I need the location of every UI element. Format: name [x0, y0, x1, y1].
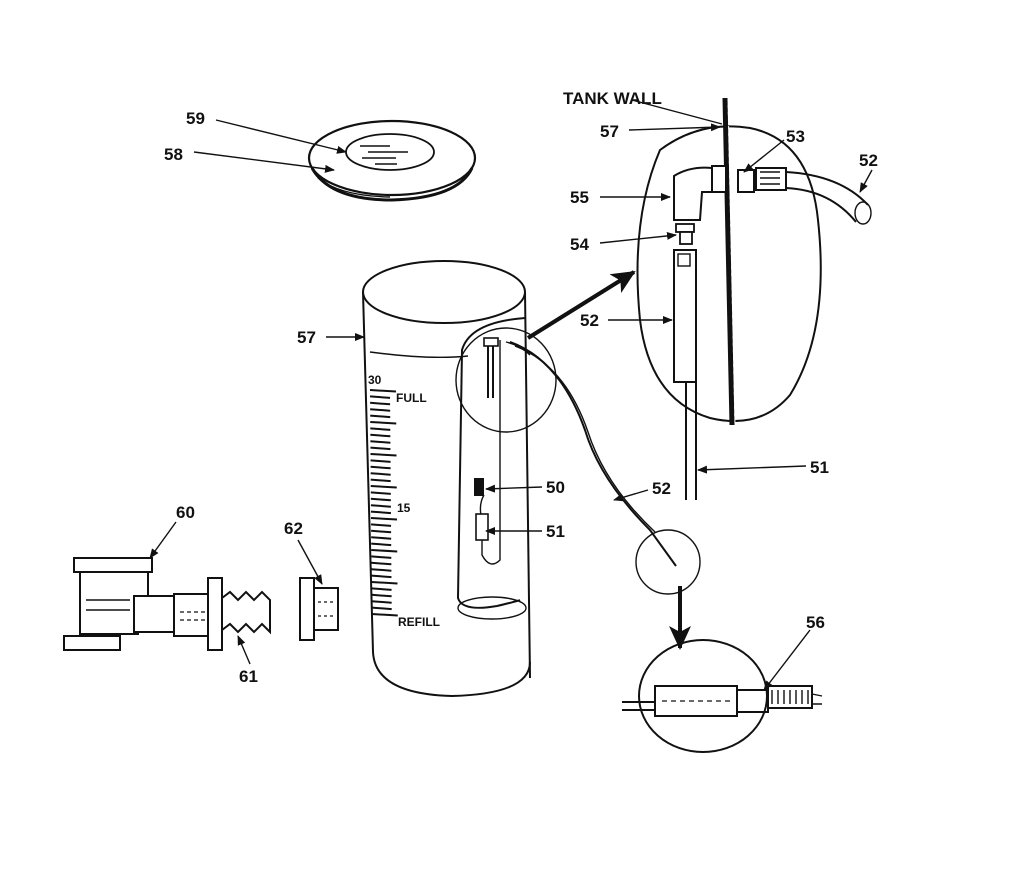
scale-tick [371, 555, 392, 559]
detail-arrow-up [526, 270, 636, 340]
scale-tick [370, 510, 392, 515]
scale-tick [371, 606, 392, 611]
scale-tick [370, 517, 398, 521]
scale-tick [370, 485, 397, 489]
air-check-assembly [455, 327, 557, 565]
scale-tick [370, 465, 391, 470]
scale-15-label: 15 [397, 501, 411, 515]
scale-tick [369, 395, 391, 399]
scale-tick [371, 600, 392, 604]
scale-tick [370, 401, 391, 406]
scale-tick [370, 414, 391, 419]
scale-tick [371, 536, 392, 540]
part-51-label: 51 [546, 522, 565, 541]
tank-wall-label: TANK WALL [563, 89, 662, 108]
part-57-wall-label: 57 [600, 122, 619, 141]
part-55-label: 55 [570, 188, 589, 207]
scale-tick [371, 593, 392, 598]
part-53-label: 53 [786, 127, 805, 146]
part-60-label: 60 [176, 503, 195, 522]
part-52-top-label: 52 [859, 151, 878, 170]
leader-lines [149, 99, 873, 691]
part-54-label: 54 [570, 235, 589, 254]
tube-connector-detail [622, 639, 823, 753]
scale-tick [371, 587, 392, 591]
part-61-label: 61 [239, 667, 258, 686]
part-56-label: 56 [806, 613, 825, 632]
scale-tick [370, 440, 391, 444]
scale-tick [370, 472, 391, 476]
tube-end-detail-circle [635, 529, 701, 595]
part-51-detail-label: 51 [810, 458, 829, 477]
part-59-label: 59 [186, 109, 205, 128]
scale-30-label: 30 [368, 373, 382, 387]
scale-refill-label: REFILL [398, 615, 440, 629]
scale-tick [370, 408, 391, 412]
scale-tick [370, 427, 391, 431]
scale-tick [370, 491, 391, 495]
scale-tick [370, 453, 397, 457]
scale-tick [370, 446, 391, 451]
part-57-tank-label: 57 [297, 328, 316, 347]
scale-tick [371, 581, 398, 585]
scale-tick [370, 459, 391, 463]
scale-full-label: FULL [396, 391, 427, 405]
scale-tick [370, 433, 391, 438]
scale-tick [371, 529, 392, 534]
brine-tube [509, 341, 677, 567]
tank-level-scale [369, 389, 398, 617]
scale-tick [370, 504, 391, 508]
scale-tick [370, 421, 397, 425]
scale-tick [371, 542, 392, 547]
part-52-tube-label: 52 [652, 479, 671, 498]
scale-tick [371, 574, 392, 579]
scale-tick [370, 497, 391, 502]
scale-tick [371, 549, 398, 553]
overflow-grommet [173, 577, 271, 651]
scale-tick [370, 523, 392, 527]
salt-lid [307, 119, 477, 202]
tank-wall-detail [636, 97, 872, 500]
scale-tick [369, 389, 397, 393]
scale-tick [371, 613, 398, 617]
overflow-fitting [299, 577, 339, 641]
part-52-detail-label: 52 [580, 311, 599, 330]
scale-tick [371, 561, 392, 566]
part-50-label: 50 [546, 478, 565, 497]
overflow-elbow [63, 557, 175, 651]
part-58-label: 58 [164, 145, 183, 164]
part-62-label: 62 [284, 519, 303, 538]
scale-tick [371, 568, 392, 572]
brine-tank [362, 260, 531, 698]
scale-tick [370, 478, 391, 483]
